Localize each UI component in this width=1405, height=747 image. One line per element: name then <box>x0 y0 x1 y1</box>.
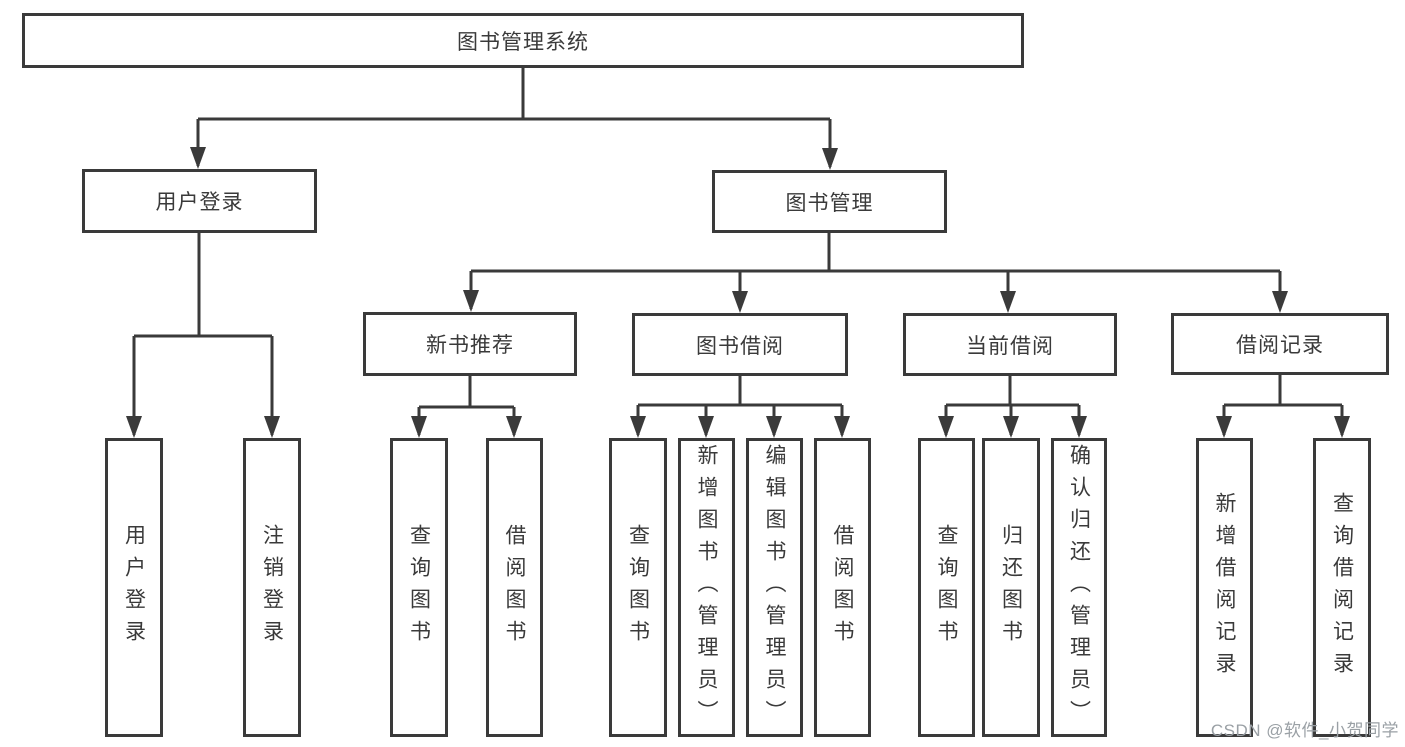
leaf-bookborrow-edit-admin-label: 编辑图书（管理员） <box>763 443 786 732</box>
node-book-borrow-label: 图书借阅 <box>696 334 784 358</box>
node-user-login: 用户登录 <box>82 169 317 233</box>
leaf-currentborrow-confirm-admin: 确认归还（管理员） <box>1051 438 1107 737</box>
edge-bookborrow-to-leaves <box>636 376 844 435</box>
node-new-book-recommend-label: 新书推荐 <box>426 334 514 357</box>
leaf-newbooks-borrow-label: 借阅图书 <box>503 523 526 652</box>
tree-edges <box>132 68 1344 435</box>
leaf-bookborrow-add-admin-label: 新增图书（管理员） <box>695 443 718 732</box>
node-borrow-records: 借阅记录 <box>1171 313 1389 375</box>
leaf-currentborrow-confirm-admin-label: 确认归还（管理员） <box>1067 443 1091 732</box>
arrowhead <box>1000 291 1016 313</box>
arrowhead <box>1216 416 1232 438</box>
csdn-watermark: CSDN @软件_小贺同学 <box>1210 721 1399 740</box>
leaf-bookborrow-edit-admin: 编辑图书（管理员） <box>746 438 803 737</box>
leaf-currentborrow-query: 查询图书 <box>918 438 975 737</box>
leaf-currentborrow-return-label: 归还图书 <box>999 523 1023 652</box>
arrowhead <box>630 416 646 438</box>
leaf-user-login: 用户登录 <box>105 438 163 737</box>
leaf-newbooks-borrow: 借阅图书 <box>486 438 543 737</box>
leaf-newbooks-query: 查询图书 <box>390 438 448 737</box>
arrowhead <box>411 416 427 438</box>
node-root-library-system: 图书管理系统 <box>22 13 1024 68</box>
node-book-management: 图书管理 <box>712 170 947 233</box>
node-user-login-label: 用户登录 <box>155 191 244 214</box>
leaf-bookborrow-add-admin: 新增图书（管理员） <box>678 438 735 737</box>
node-book-borrow: 图书借阅 <box>632 313 848 376</box>
leaf-logout: 注销登录 <box>243 438 301 737</box>
leaf-bookborrow-borrow: 借阅图书 <box>814 438 871 737</box>
node-root-label: 图书管理系统 <box>457 30 589 54</box>
leaf-records-query-label: 查询借阅记录 <box>1330 491 1354 684</box>
arrowheads <box>126 147 1350 438</box>
arrowhead <box>766 416 782 438</box>
arrowhead <box>732 291 748 313</box>
leaf-bookborrow-query: 查询图书 <box>609 438 667 737</box>
arrowhead <box>190 147 206 169</box>
leaf-bookborrow-query-label: 查询图书 <box>626 523 650 652</box>
edge-borrowrecords-to-leaves <box>1222 375 1344 435</box>
arrowhead <box>264 416 280 438</box>
leaf-currentborrow-return: 归还图书 <box>982 438 1040 737</box>
arrowhead <box>822 148 838 170</box>
node-borrow-records-label: 借阅记录 <box>1236 334 1324 357</box>
node-book-management-label: 图书管理 <box>785 191 874 215</box>
arrowhead <box>463 290 479 312</box>
arrowhead <box>126 416 142 438</box>
arrowhead <box>506 416 522 438</box>
edge-newbooks-to-leaves <box>417 376 516 435</box>
arrowhead <box>1003 416 1019 438</box>
leaf-logout-label: 注销登录 <box>260 523 284 652</box>
arrowhead <box>698 416 714 438</box>
leaf-bookborrow-borrow-label: 借阅图书 <box>831 523 854 652</box>
node-new-book-recommend: 新书推荐 <box>363 312 577 376</box>
arrowhead <box>1334 416 1350 438</box>
leaf-records-query: 查询借阅记录 <box>1313 438 1371 737</box>
edge-bookmgmt-to-level3 <box>469 233 1282 309</box>
arrowhead <box>938 416 954 438</box>
leaf-records-add-label: 新增借阅记录 <box>1213 491 1236 684</box>
leaf-user-login-label: 用户登录 <box>122 523 146 652</box>
leaf-currentborrow-query-label: 查询图书 <box>935 523 958 652</box>
edge-userlogin-to-leaves <box>132 233 274 435</box>
edge-root-to-level2 <box>196 68 832 167</box>
arrowhead <box>834 416 850 438</box>
leaf-newbooks-query-label: 查询图书 <box>407 523 431 652</box>
node-current-borrow: 当前借阅 <box>903 313 1117 376</box>
arrowhead <box>1272 291 1288 313</box>
leaf-records-add: 新增借阅记录 <box>1196 438 1253 737</box>
arrowhead <box>1071 416 1087 438</box>
node-current-borrow-label: 当前借阅 <box>966 334 1054 358</box>
